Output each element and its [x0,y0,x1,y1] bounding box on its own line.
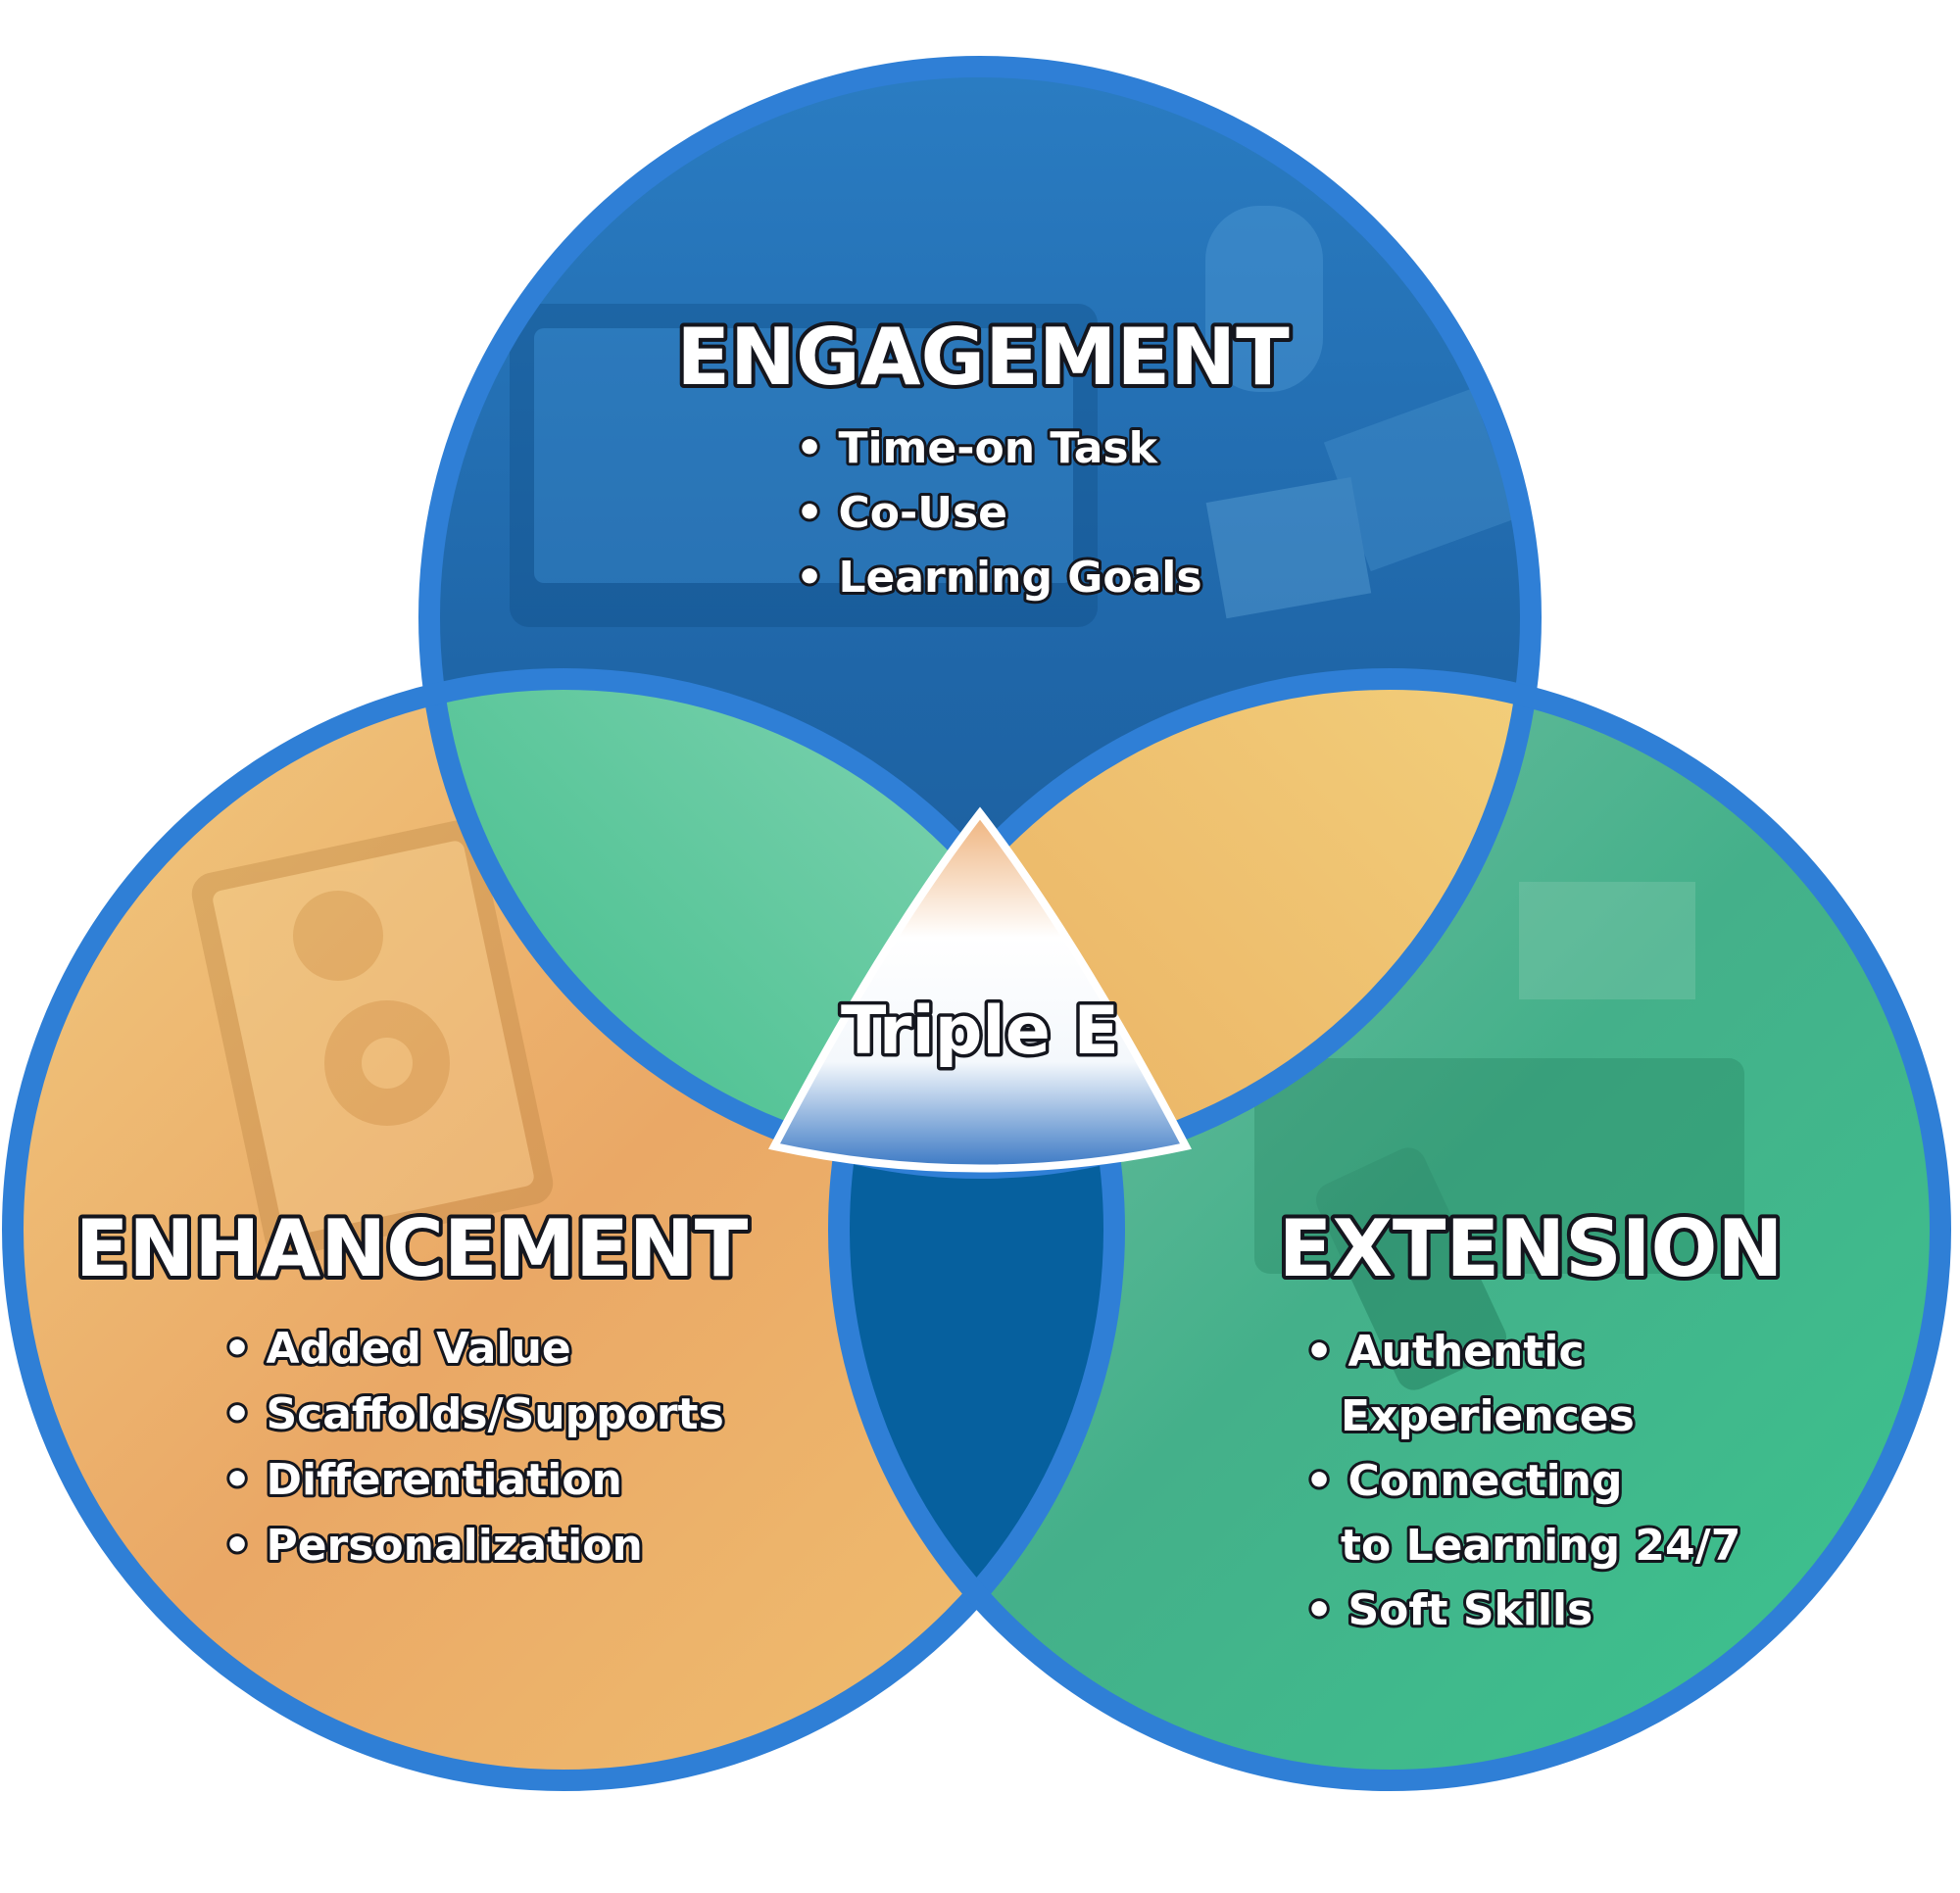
tablet-image-overlay [191,820,554,1257]
overlap-engagement-enhancement [439,681,1112,1158]
enhancement-item: • Differentiation [223,1455,622,1505]
engagement-item: • Time-on Task [796,423,1159,473]
engagement-title: ENGAGEMENT [676,312,1290,403]
engagement-item: • Learning Goals [796,553,1202,603]
extension-item: Experiences [1341,1391,1635,1441]
center-triangle [768,806,1192,1173]
enhancement-item: • Scaffolds/Supports [223,1389,724,1439]
enhancement-border [2,668,1125,1791]
engagement-item: • Co-Use [796,488,1007,538]
extension-item: • Connecting [1305,1456,1622,1506]
enhancement-title: ENHANCEMENT [75,1203,749,1294]
extension-item: • Authentic [1305,1327,1585,1377]
extension-title: EXTENSION [1279,1203,1784,1294]
extension-item: to Learning 24/7 [1341,1521,1740,1571]
enhancement-item: • Personalization [223,1521,643,1571]
laptop-image-overlay [510,206,1519,627]
enhancement-item: • Added Value [223,1324,571,1374]
overlap-engagement-extension [841,681,1521,1158]
center-label: Triple E [841,993,1119,1070]
extension-border [828,668,1951,1791]
extension-item: • Soft Skills [1305,1585,1592,1635]
